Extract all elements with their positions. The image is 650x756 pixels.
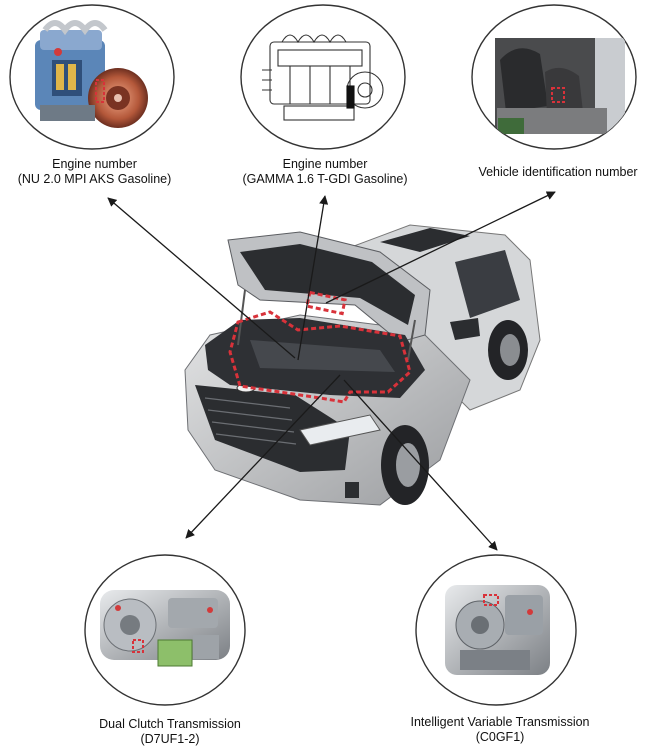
engine-gamma-illustration [262,34,384,121]
dct-caption-line-2: (D7UF1-2) [140,732,200,746]
engine-nu-panel [9,4,175,150]
vin-location-photo [495,38,625,134]
engine-nu-illustration [35,20,148,128]
arrow-to-engine-nu [107,197,296,359]
dct-caption: Dual Clutch Transmission (D7UF1-2) [85,717,255,747]
pointer-arrows [107,191,556,551]
dct-illustration [100,590,230,667]
arrow-to-dct [185,374,341,539]
vehicle-illustration [184,224,541,506]
engine-gamma-caption-line-1: Engine number [282,157,368,171]
vin-panel [471,4,637,150]
ivt-caption: Intelligent Variable Transmission (C0GF1… [400,715,600,745]
ivt-illustration [445,585,550,675]
ivt-caption-line-2: (C0GF1) [475,730,525,744]
engine-area-marker [228,310,412,404]
engine-gamma-panel [240,4,406,150]
engine-gamma-caption: Engine number (GAMMA 1.6 T-GDI Gasoline) [235,157,415,187]
engine-nu-caption: Engine number (NU 2.0 MPI AKS Gasoline) [12,157,177,187]
vin-caption-line-1: Vehicle identification number [478,165,638,179]
ivt-caption-line-1: Intelligent Variable Transmission [410,715,590,729]
ivt-panel [415,554,577,706]
engine-gamma-caption-line-2: (GAMMA 1.6 T-GDI Gasoline) [242,172,408,186]
vin-caption: Vehicle identification number [472,165,644,180]
engine-nu-caption-line-2: (NU 2.0 MPI AKS Gasoline) [17,172,172,186]
dct-caption-line-1: Dual Clutch Transmission [99,717,241,731]
arrow-to-engine-gamma [297,195,329,361]
arrow-to-ivt [343,379,498,551]
arrow-to-vin [325,191,556,304]
engine-nu-caption-line-1: Engine number [52,157,137,171]
dct-panel [84,554,246,706]
